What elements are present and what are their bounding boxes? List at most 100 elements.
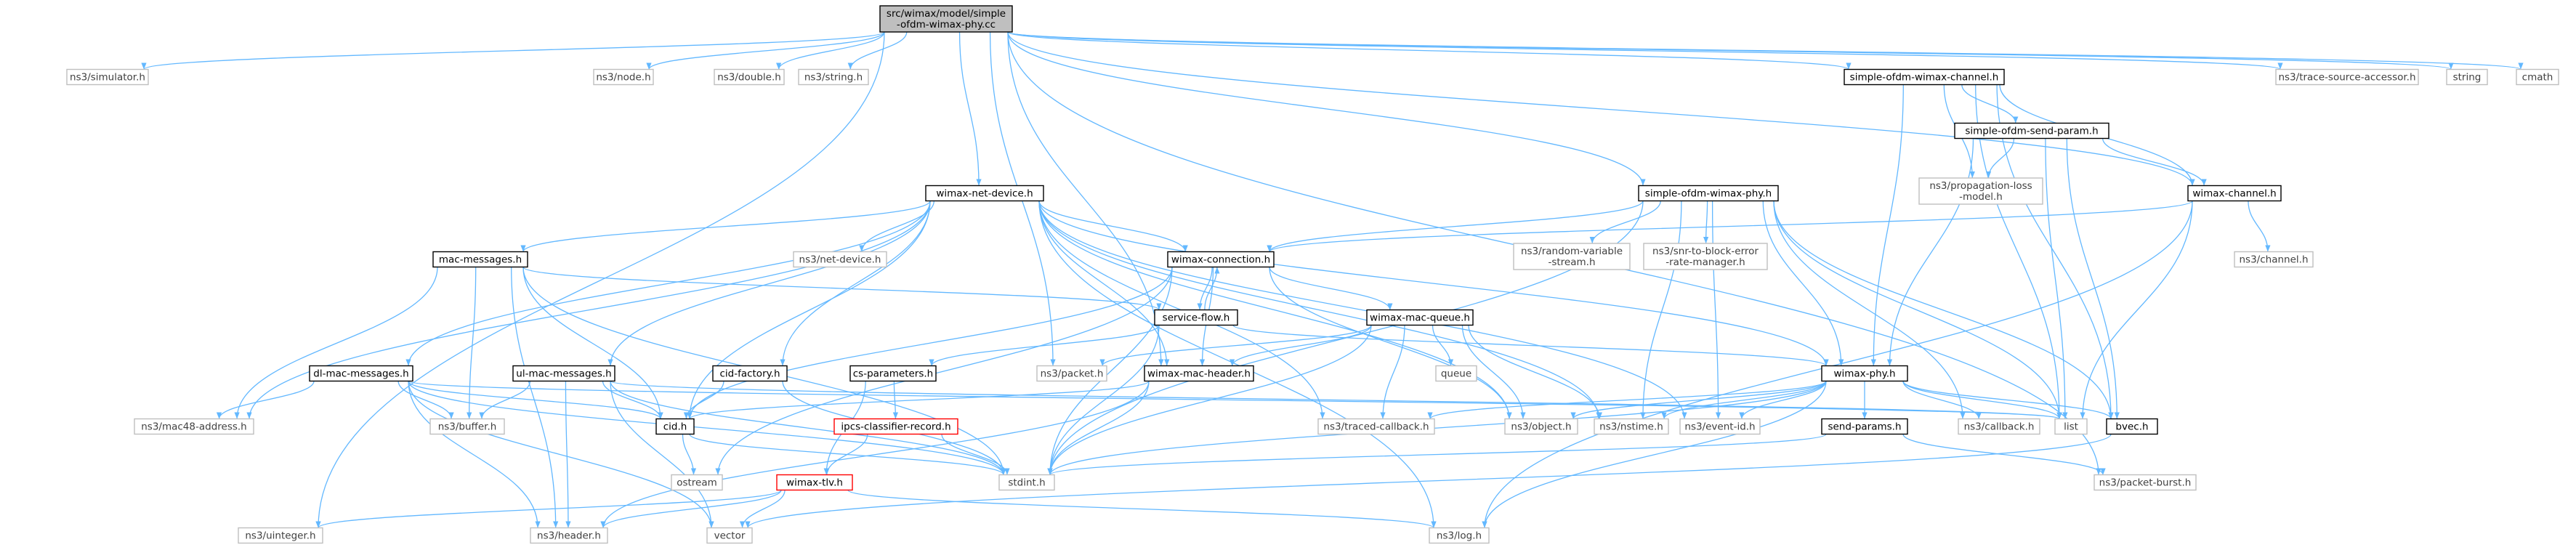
- node-ns3-channel-h[interactable]: ns3/channel.h: [2234, 251, 2314, 268]
- node-box: [1154, 309, 1238, 326]
- node-box: [2093, 474, 2197, 491]
- node-label: ns3/random-variable: [1521, 246, 1623, 257]
- node-ns3-net-device-h[interactable]: ns3/net-device.h: [793, 251, 887, 268]
- edge-csparam-to-ipcs: [892, 381, 898, 419]
- node-box: [1167, 251, 1275, 268]
- node-ns3-uinteger-h[interactable]: ns3/uinteger.h: [238, 527, 323, 544]
- node-ns3-mac48-address-h[interactable]: ns3/mac48-address.h: [134, 418, 254, 435]
- edge-chan-to-list: [1975, 84, 2062, 419]
- edge-sflow-to-wconn: [1204, 267, 1220, 310]
- edge-wphy-to-stdint: [1047, 381, 1827, 475]
- node-label: ns3/object.h: [1511, 421, 1571, 433]
- node-ns3-double-h[interactable]: ns3/double.h: [714, 68, 785, 86]
- node-ns3-node-h[interactable]: ns3/node.h: [593, 68, 654, 86]
- edge-chan-to-sendparam: [1961, 84, 2019, 124]
- edge-wnd-to-cid: [687, 201, 931, 419]
- node-label: ns3/snr-to-block-error: [1652, 246, 1759, 257]
- node-mac-messages-h[interactable]: mac-messages.h: [432, 251, 528, 268]
- edge-dlmac-to-cid: [408, 381, 663, 419]
- node-label: stdint.h: [1008, 477, 1045, 489]
- node-vector[interactable]: vector: [706, 527, 753, 544]
- edge-dlmac-to-header: [408, 381, 541, 528]
- node-cid-h[interactable]: cid.h: [655, 418, 695, 435]
- node-ul-mac-messages-h[interactable]: ul-mac-messages.h: [512, 365, 615, 382]
- node-ns3-header-h[interactable]: ns3/header.h: [530, 527, 608, 544]
- node-cid-factory-h[interactable]: cid-factory.h: [712, 365, 788, 382]
- node-box: [2187, 185, 2282, 202]
- node-box: [1036, 365, 1107, 382]
- edge-wconn-to-ostream: [715, 267, 1173, 475]
- node-ns3-traced-callback-h[interactable]: ns3/traced-callback.h: [1317, 418, 1435, 435]
- edge-wphy-to-list: [1902, 381, 2062, 419]
- node-box: [671, 474, 723, 491]
- node-box: [833, 418, 958, 435]
- node-label: ns3/log.h: [1437, 530, 1482, 542]
- node-label: ns3/callback.h: [1964, 421, 2035, 433]
- node-simple-ofdm-wimax-channel-h[interactable]: simple-ofdm-wimax-channel.h: [1844, 68, 2005, 86]
- node-box: [712, 365, 788, 382]
- node-ns3-event-id-h[interactable]: ns3/event-id.h: [1679, 418, 1761, 435]
- node-box: [66, 68, 149, 86]
- node-ns3-object-h[interactable]: ns3/object.h: [1504, 418, 1578, 435]
- node-send-params-h[interactable]: send-params.h: [1821, 418, 1908, 435]
- edge-wnd-to-wmh: [1038, 201, 1170, 366]
- node-label: ns3/packet-burst.h: [2099, 477, 2192, 489]
- node-wimax-mac-queue-h[interactable]: wimax-mac-queue.h: [1366, 309, 1474, 326]
- edge-sendparam-to-proploss: [1985, 138, 2015, 179]
- edge-sendparam-to-bvec: [2066, 138, 2120, 419]
- node-label: ns3/traced-callback.h: [1323, 421, 1429, 433]
- edge-cid-to-ostream: [682, 434, 697, 475]
- edge-root-to-string_h: [847, 31, 908, 70]
- node-ns3-nstime-h[interactable]: ns3/nstime.h: [1594, 418, 1669, 435]
- node-dl-mac-messages-h[interactable]: dl-mac-messages.h: [309, 365, 413, 382]
- edge-wnd-to-nstime: [1038, 201, 1602, 419]
- edge-wphy-to-callback: [1902, 381, 1982, 419]
- node-box: [1679, 418, 1761, 435]
- node-simple-ofdm-send-param-h[interactable]: simple-ofdm-send-param.h: [1954, 122, 2109, 139]
- node-string[interactable]: string: [2446, 68, 2488, 86]
- node-cs-parameters-h[interactable]: cs-parameters.h: [849, 365, 937, 382]
- node-ns3-propagation-loss-model-h[interactable]: ns3/propagation-loss-model.h: [1918, 177, 2043, 205]
- node-ns3-random-variable-stream-h[interactable]: ns3/random-variable-stream.h: [1513, 243, 1631, 270]
- node-ipcs-classifier-record-h[interactable]: ipcs-classifier-record.h: [833, 418, 958, 435]
- node-box: [593, 68, 654, 86]
- node-list[interactable]: list: [2054, 418, 2088, 435]
- node-ns3-buffer-h[interactable]: ns3/buffer.h: [429, 418, 505, 435]
- node-wimax-phy-h[interactable]: wimax-phy.h: [1821, 365, 1908, 382]
- edge-sowp-to-callback: [1773, 201, 1966, 419]
- edge-wconn-to-sflow: [1197, 267, 1213, 310]
- node-ns3-log-h[interactable]: ns3/log.h: [1429, 527, 1490, 544]
- node-box: [879, 5, 1013, 33]
- node-ns3-callback-h[interactable]: ns3/callback.h: [1958, 418, 2040, 435]
- edge-wtlv-to-log: [847, 489, 1437, 529]
- node-wimax-net-device-h[interactable]: wimax-net-device.h: [925, 185, 1044, 202]
- edge-root-to-cmath: [1007, 31, 2523, 70]
- node-cmath[interactable]: cmath: [2516, 68, 2559, 86]
- node-simple-ofdm-wimax-phy-h[interactable]: simple-ofdm-wimax-phy.h: [1638, 185, 1779, 202]
- node-wimax-channel-h[interactable]: wimax-channel.h: [2187, 185, 2282, 202]
- node-box: [925, 185, 1044, 202]
- node-label: ns3/trace-source-accessor.h: [2278, 72, 2415, 84]
- edge-root-to-string: [1007, 31, 2453, 70]
- node-stdint-h[interactable]: stdint.h: [998, 474, 1055, 491]
- node-box: [1144, 365, 1254, 382]
- node-ns3-string-h[interactable]: ns3/string.h: [798, 68, 869, 86]
- node-ns3-simulator-h[interactable]: ns3/simulator.h: [66, 68, 149, 86]
- edge-dlmac-to-vector: [408, 381, 714, 528]
- node-label: ns3/nstime.h: [1599, 421, 1663, 433]
- node-wimax-connection-h[interactable]: wimax-connection.h: [1167, 251, 1275, 268]
- node-wimax-mac-header-h[interactable]: wimax-mac-header.h: [1144, 365, 1254, 382]
- node-ns3-trace-source-accessor-h[interactable]: ns3/trace-source-accessor.h: [2275, 68, 2419, 86]
- node-service-flow-h[interactable]: service-flow.h: [1154, 309, 1238, 326]
- node-ns3-packet-h[interactable]: ns3/packet.h: [1036, 365, 1107, 382]
- node-wimax-tlv-h[interactable]: wimax-tlv.h: [776, 474, 853, 491]
- node-ns3-snr-to-block-error-rate-manager-h[interactable]: ns3/snr-to-block-error-rate-manager.h: [1643, 243, 1768, 270]
- node-box: [798, 68, 869, 86]
- node-bvec-h[interactable]: bvec.h: [2106, 418, 2158, 435]
- node-ostream[interactable]: ostream: [671, 474, 723, 491]
- edge-root-to-simulator: [141, 31, 885, 70]
- node-queue[interactable]: queue: [1435, 365, 1477, 382]
- edge-wchan-to-channel: [2248, 201, 2271, 252]
- node-ns3-packet-burst-h[interactable]: ns3/packet-burst.h: [2093, 474, 2197, 491]
